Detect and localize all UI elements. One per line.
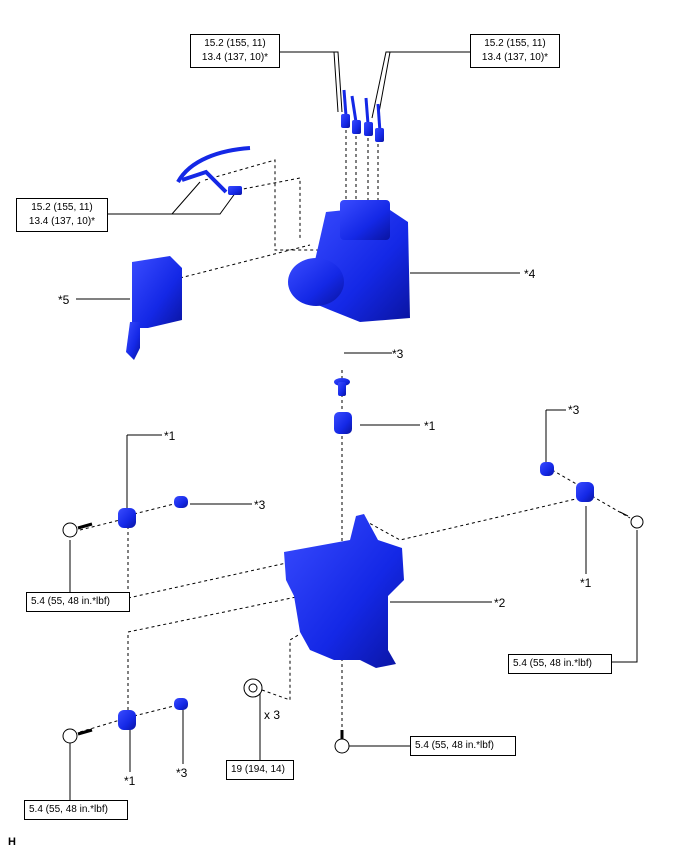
quantity-label: x 3 — [264, 708, 281, 722]
torque-value-alt: 13.4 (137, 10)* — [201, 52, 269, 63]
upper-left-cap — [174, 496, 188, 508]
label-ref1-top: *1 — [424, 419, 436, 433]
torque-spec-tube-top-right: 15.2 (155, 11) 13.4 (137, 10)* — [470, 34, 560, 68]
label-ref1-lower-left: *1 — [124, 774, 136, 788]
top-cushion — [334, 412, 352, 434]
leader-lines — [69, 51, 638, 800]
lower-left-cushion — [118, 710, 136, 730]
label-ref3-right: *3 — [568, 403, 580, 417]
tube-nuts-top — [341, 114, 384, 142]
label-ref1-upper-left: *1 — [164, 429, 176, 443]
torque-spec-bolt-upper-left: 5.4 (55, 48 in.*lbf) — [26, 592, 130, 612]
torque-value-alt: 13.4 (137, 10)* — [481, 52, 549, 63]
torque-spec-bolt-lower-left: 5.4 (55, 48 in.*lbf) — [24, 800, 128, 820]
torque-spec-tube-top-left: 15.2 (155, 11) 13.4 (137, 10)* — [190, 34, 280, 68]
dashed-alignment-lines — [79, 130, 631, 740]
bottom-bolt — [334, 730, 350, 754]
torque-spec-nut: 19 (194, 14) — [226, 760, 294, 780]
torque-value: 15.2 (155, 11) — [204, 38, 266, 49]
nut — [243, 678, 263, 698]
right-cap — [540, 462, 554, 476]
label-ref3-upper-left: *3 — [254, 498, 266, 512]
torque-value: 15.2 (155, 11) — [31, 202, 93, 213]
brake-tubes-top — [342, 89, 382, 133]
top-cap — [334, 378, 350, 396]
figure-code: H — [8, 836, 16, 848]
abs-actuator — [288, 200, 410, 322]
upper-left-bolt — [62, 522, 93, 538]
torque-spec-bolt-bottom-center: 5.4 (55, 48 in.*lbf) — [410, 736, 516, 756]
upper-left-cushion — [118, 508, 136, 528]
torque-spec-tube-left: 15.2 (155, 11) 13.4 (137, 10)* — [16, 198, 108, 232]
torque-value: 15.2 (155, 11) — [484, 38, 546, 49]
brake-tube-left — [176, 146, 251, 195]
label-ref2: *2 — [494, 596, 506, 610]
right-bolt — [619, 511, 644, 529]
label-ref5: *5 — [58, 293, 70, 307]
ecu-bracket — [126, 256, 182, 360]
label-ref1-right: *1 — [580, 576, 592, 590]
label-ref4: *4 — [524, 267, 536, 281]
actuator-bracket — [284, 514, 404, 668]
torque-spec-bolt-right: 5.4 (55, 48 in.*lbf) — [508, 654, 612, 674]
right-cushion — [576, 482, 594, 502]
torque-value-alt: 13.4 (137, 10)* — [28, 216, 96, 227]
label-ref3-top: *3 — [392, 347, 404, 361]
lower-left-bolt — [62, 728, 93, 744]
label-ref3-lower-left: *3 — [176, 766, 188, 780]
lower-left-cap — [174, 698, 188, 710]
